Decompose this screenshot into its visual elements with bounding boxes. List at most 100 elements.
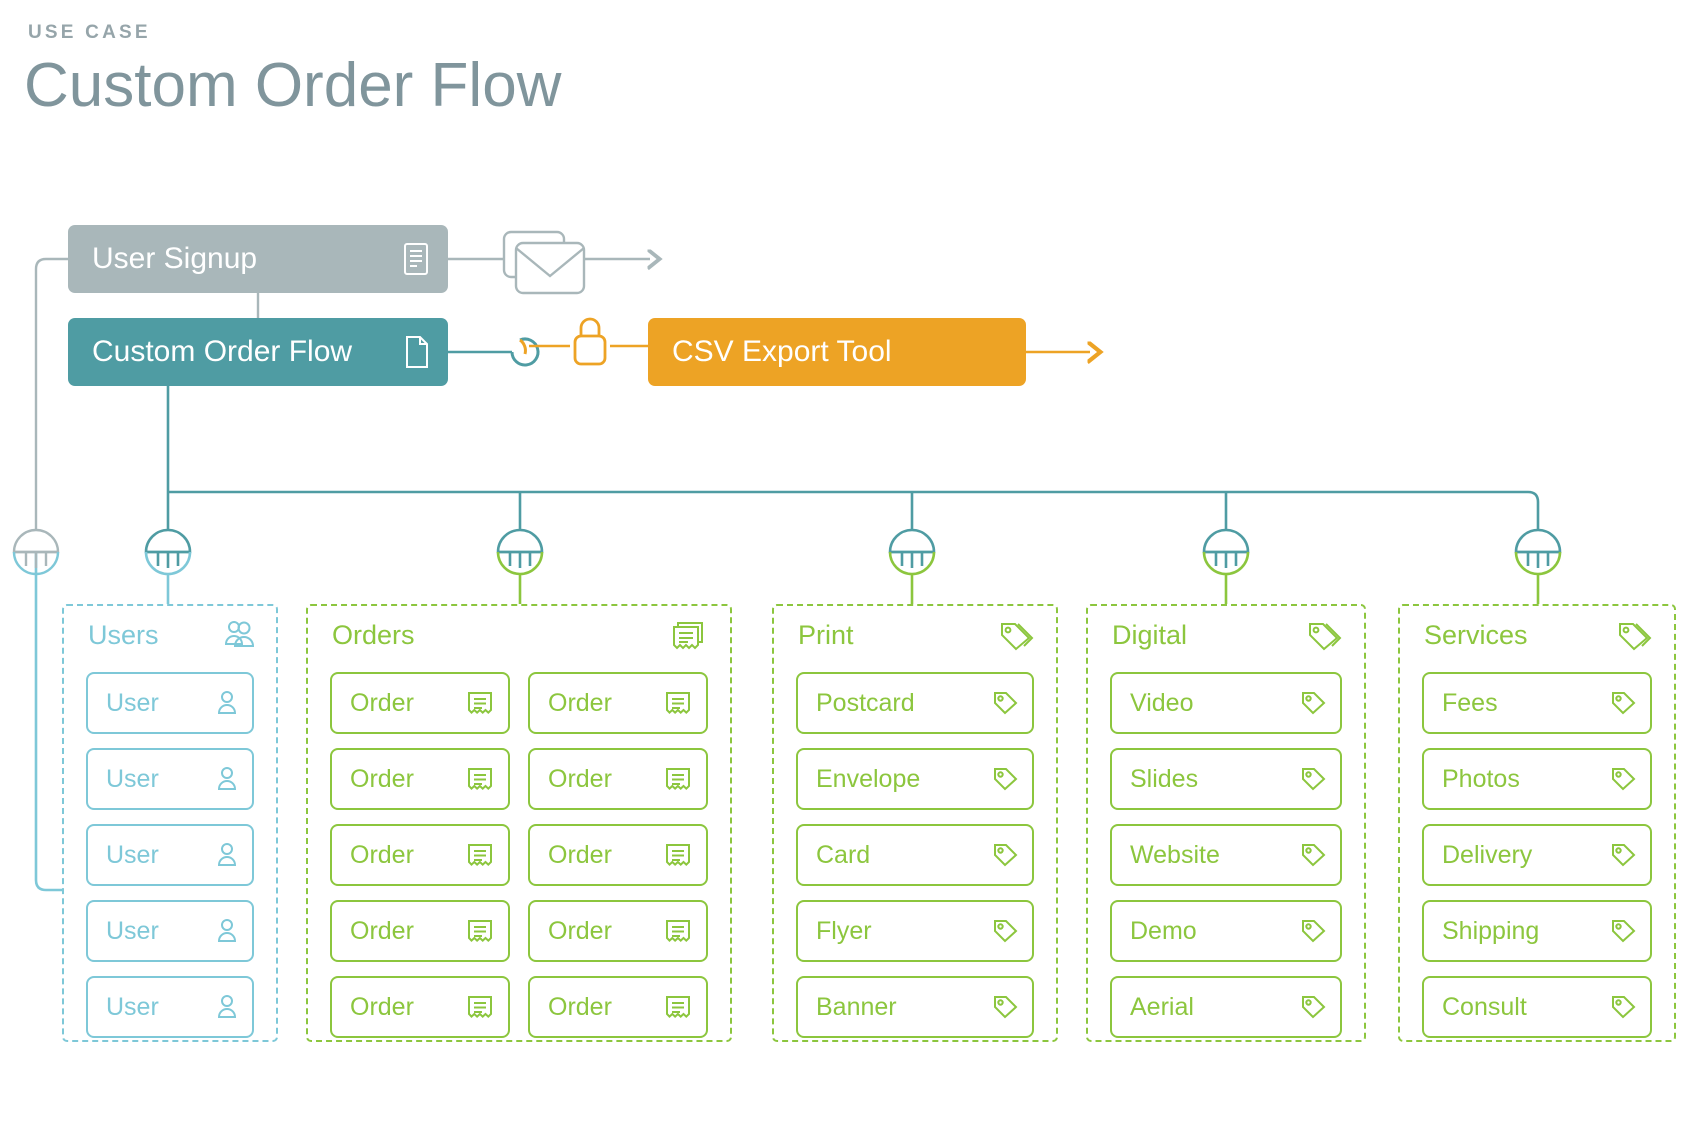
user-icon	[216, 994, 238, 1020]
item-label: User	[106, 688, 159, 717]
group-digital[interactable]: Digital Video Slides Website Demo Aerial	[1086, 604, 1366, 1042]
list-item[interactable]: Card	[796, 824, 1034, 886]
tags-icon	[1616, 620, 1654, 652]
group-users[interactable]: Users User User User	[62, 604, 278, 1042]
list-item[interactable]: Order	[528, 748, 708, 810]
connector-orders	[496, 528, 544, 604]
group-orders[interactable]: Orders Order Order Order Order Order Ord…	[306, 604, 732, 1042]
user-icon	[216, 918, 238, 944]
users-group-icon	[222, 620, 256, 650]
receipt-icon	[466, 918, 494, 944]
item-label: Video	[1130, 688, 1194, 717]
flow-box-user-signup[interactable]: User Signup	[68, 225, 448, 293]
item-label: Order	[350, 992, 414, 1021]
list-item[interactable]: Order	[528, 900, 708, 962]
connector-user-signup	[12, 528, 60, 576]
list-item[interactable]: Order	[330, 672, 510, 734]
tag-icon	[1610, 766, 1636, 792]
receipt-icon	[664, 994, 692, 1020]
connector-digital	[1202, 528, 1250, 604]
list-item[interactable]: Order	[330, 976, 510, 1038]
user-icon	[216, 842, 238, 868]
list-item[interactable]: Consult	[1422, 976, 1652, 1038]
list-item[interactable]: User	[86, 672, 254, 734]
list-item[interactable]: Order	[528, 976, 708, 1038]
flow-box-csv-export-tool[interactable]: CSV Export Tool	[648, 318, 1026, 386]
group-print[interactable]: Print Postcard Envelope Card Flyer Banne…	[772, 604, 1058, 1042]
item-label: Order	[548, 916, 612, 945]
item-label: Delivery	[1442, 840, 1533, 869]
item-label: Demo	[1130, 916, 1197, 945]
list-item[interactable]: User	[86, 900, 254, 962]
tag-icon	[1300, 842, 1326, 868]
connector-users	[144, 528, 192, 604]
list-item[interactable]: Order	[330, 748, 510, 810]
list-item[interactable]: Flyer	[796, 900, 1034, 962]
item-label: Order	[350, 840, 414, 869]
receipt-icon	[466, 994, 494, 1020]
tag-icon	[992, 842, 1018, 868]
group-body: Video Slides Website Demo Aerial	[1110, 672, 1342, 1038]
group-column: Order Order Order Order Order	[528, 672, 708, 1038]
receipt-icon	[664, 842, 692, 868]
list-item[interactable]: Order	[330, 900, 510, 962]
group-column: Video Slides Website Demo Aerial	[1110, 672, 1342, 1038]
item-label: Card	[816, 840, 871, 869]
item-label: User	[106, 916, 159, 945]
tags-icon	[1306, 620, 1344, 652]
list-item[interactable]: Fees	[1422, 672, 1652, 734]
group-body: User User User User User	[86, 672, 254, 1038]
tag-icon	[1300, 766, 1326, 792]
tag-icon	[1300, 918, 1326, 944]
group-body: Postcard Envelope Card Flyer Banner	[796, 672, 1034, 1038]
list-item[interactable]: Website	[1110, 824, 1342, 886]
item-label: Postcard	[816, 688, 915, 717]
list-item[interactable]: Postcard	[796, 672, 1034, 734]
user-icon	[216, 766, 238, 792]
tag-icon	[992, 918, 1018, 944]
item-label: Website	[1130, 840, 1220, 869]
group-column: Postcard Envelope Card Flyer Banner	[796, 672, 1034, 1038]
item-label: Banner	[816, 992, 897, 1021]
item-label: Envelope	[816, 764, 921, 793]
list-item[interactable]: Order	[528, 672, 708, 734]
list-item[interactable]: Envelope	[796, 748, 1034, 810]
list-item[interactable]: Delivery	[1422, 824, 1652, 886]
list-item[interactable]: Slides	[1110, 748, 1342, 810]
flow-box-label: CSV Export Tool	[672, 335, 892, 368]
tag-icon	[992, 766, 1018, 792]
group-title: Services	[1424, 620, 1528, 650]
item-label: Order	[548, 992, 612, 1021]
list-item[interactable]: Photos	[1422, 748, 1652, 810]
file-icon	[404, 335, 430, 369]
list-item[interactable]: User	[86, 748, 254, 810]
group-column: Fees Photos Delivery Shipping Consult	[1422, 672, 1652, 1038]
list-item[interactable]: Banner	[796, 976, 1034, 1038]
list-item[interactable]: Aerial	[1110, 976, 1342, 1038]
group-services[interactable]: Services Fees Photos Delivery Shipping C…	[1398, 604, 1676, 1042]
list-item[interactable]: Shipping	[1422, 900, 1652, 962]
item-label: Photos	[1442, 764, 1520, 793]
item-label: Order	[350, 764, 414, 793]
receipt-icon	[466, 842, 494, 868]
lock-icon	[573, 317, 607, 366]
envelope-stack-icon	[502, 230, 586, 295]
user-icon	[216, 690, 238, 716]
list-item[interactable]: Video	[1110, 672, 1342, 734]
list-item[interactable]: User	[86, 976, 254, 1038]
list-item[interactable]: Order	[330, 824, 510, 886]
group-title: Digital	[1112, 620, 1188, 650]
list-item[interactable]: User	[86, 824, 254, 886]
tag-icon	[1300, 690, 1326, 716]
receipt-icon	[664, 918, 692, 944]
tag-icon	[992, 690, 1018, 716]
eyebrow-label: USE CASE	[28, 22, 151, 43]
list-item[interactable]: Demo	[1110, 900, 1342, 962]
flow-box-custom-order-flow[interactable]: Custom Order Flow	[68, 318, 448, 386]
receipts-stack-icon	[672, 620, 710, 654]
group-column: User User User User User	[86, 672, 254, 1038]
receipt-icon	[466, 766, 494, 792]
receipt-icon	[664, 766, 692, 792]
list-item[interactable]: Order	[528, 824, 708, 886]
